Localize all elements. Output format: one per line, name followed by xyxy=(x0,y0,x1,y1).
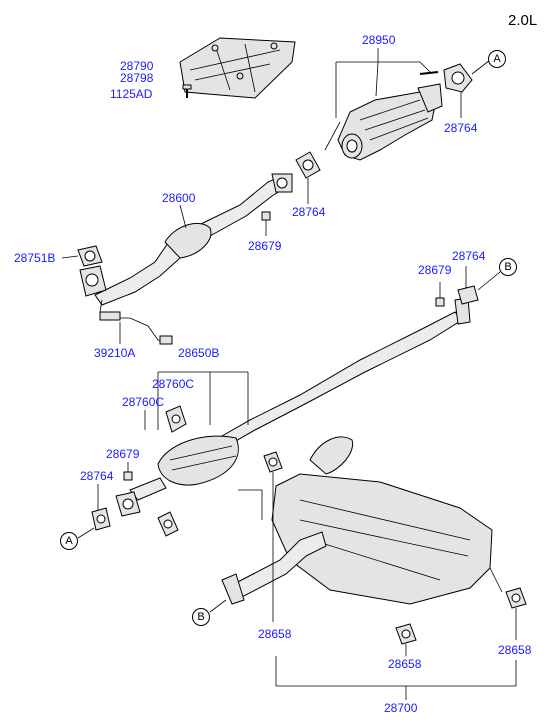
heat-shield-icon[interactable] xyxy=(179,37,296,99)
gasket-icon[interactable] xyxy=(77,245,103,267)
label-39210A[interactable]: 39210A xyxy=(94,346,136,360)
rubber-hanger-icon[interactable] xyxy=(263,451,283,473)
rubber-hanger-icon[interactable] xyxy=(395,623,417,645)
label-28764-left[interactable]: 28764 xyxy=(80,469,114,483)
label-28764-top[interactable]: 28764 xyxy=(444,121,478,135)
bolt-icon[interactable] xyxy=(182,84,192,98)
gasket-icon[interactable] xyxy=(295,151,321,179)
center-pipe-icon[interactable] xyxy=(129,297,471,501)
nut-icon[interactable] xyxy=(435,297,445,307)
label-28764-mid[interactable]: 28764 xyxy=(292,205,326,219)
o2-sensor-icon[interactable] xyxy=(99,299,173,345)
label-28798[interactable]: 28798 xyxy=(120,71,154,85)
label-28658-right[interactable]: 28658 xyxy=(498,643,532,657)
ref-marker-b-right: B xyxy=(499,258,517,276)
nut-icon[interactable] xyxy=(261,211,271,221)
label-28950[interactable]: 28950 xyxy=(362,33,396,47)
rubber-hanger-icon[interactable] xyxy=(165,405,187,433)
gasket-icon[interactable] xyxy=(91,507,111,531)
label-28751B[interactable]: 28751B xyxy=(14,251,56,265)
label-28679-left[interactable]: 28679 xyxy=(106,447,140,461)
label-28679-right[interactable]: 28679 xyxy=(418,263,452,277)
gasket-icon[interactable] xyxy=(443,63,473,93)
gasket-icon[interactable] xyxy=(457,285,479,305)
ref-marker-a-left: A xyxy=(60,532,78,550)
muffler-icon[interactable] xyxy=(221,436,503,605)
label-28790[interactable]: 28790 xyxy=(120,59,154,73)
label-28700[interactable]: 28700 xyxy=(384,701,418,715)
label-28658-left[interactable]: 28658 xyxy=(258,627,292,641)
gasket-icon[interactable] xyxy=(115,491,141,517)
label-28600[interactable]: 28600 xyxy=(162,191,196,205)
catalytic-converter-icon[interactable] xyxy=(324,71,443,161)
ref-marker-b-bottom: B xyxy=(192,608,210,626)
label-28679-top[interactable]: 28679 xyxy=(248,239,282,253)
label-28760C-upper[interactable]: 28760C xyxy=(152,377,195,391)
label-1125AD[interactable]: 1125AD xyxy=(110,87,153,101)
label-28658-center[interactable]: 28658 xyxy=(388,657,422,671)
label-28760C-lower[interactable]: 28760C xyxy=(122,395,165,409)
ref-marker-a-top: A xyxy=(488,50,506,68)
front-pipe-icon[interactable] xyxy=(79,173,293,306)
engine-label: 2.0L xyxy=(508,12,538,29)
label-28764-right[interactable]: 28764 xyxy=(452,249,486,263)
nut-icon[interactable] xyxy=(123,471,133,481)
rubber-hanger-icon[interactable] xyxy=(505,587,527,609)
label-28650B[interactable]: 28650B xyxy=(178,346,220,360)
rubber-hanger-icon[interactable] xyxy=(157,511,179,537)
